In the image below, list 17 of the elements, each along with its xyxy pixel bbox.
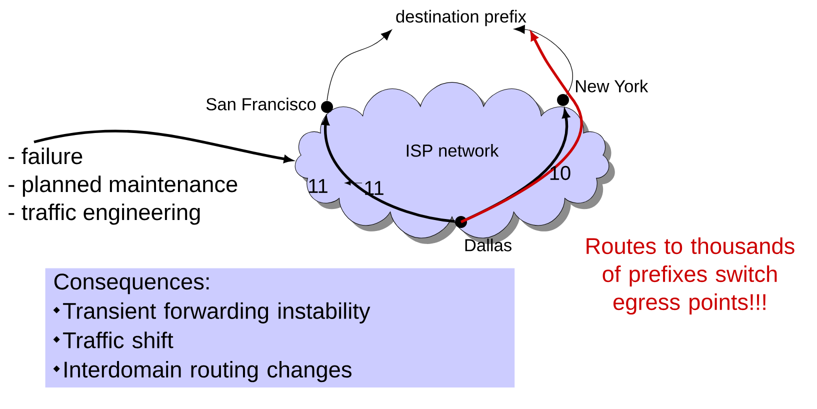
box-heading: Consequences:: [54, 274, 209, 294]
consequences-box: [45, 268, 515, 388]
arrow: [34, 130, 292, 163]
arrow: [322, 116, 455, 223]
bullet-text: Interdomain routing changes: [64, 361, 352, 382]
prefix-label: destination prefix: [396, 10, 526, 26]
router-dot: [455, 216, 467, 228]
bullet-text: Transient forwarding instability: [63, 302, 370, 324]
cause-text: - planned maintenance: [8, 176, 238, 197]
arrow: [514, 25, 573, 96]
bullet-text: Traffic shift: [63, 332, 174, 348]
router-dot: [557, 94, 569, 106]
cause-text: - traffic engineering: [8, 204, 200, 225]
link-weight: 11: [309, 179, 328, 193]
arrow: [326, 30, 392, 102]
router-dot: [321, 101, 333, 113]
cause-text: - failure: [8, 148, 82, 164]
